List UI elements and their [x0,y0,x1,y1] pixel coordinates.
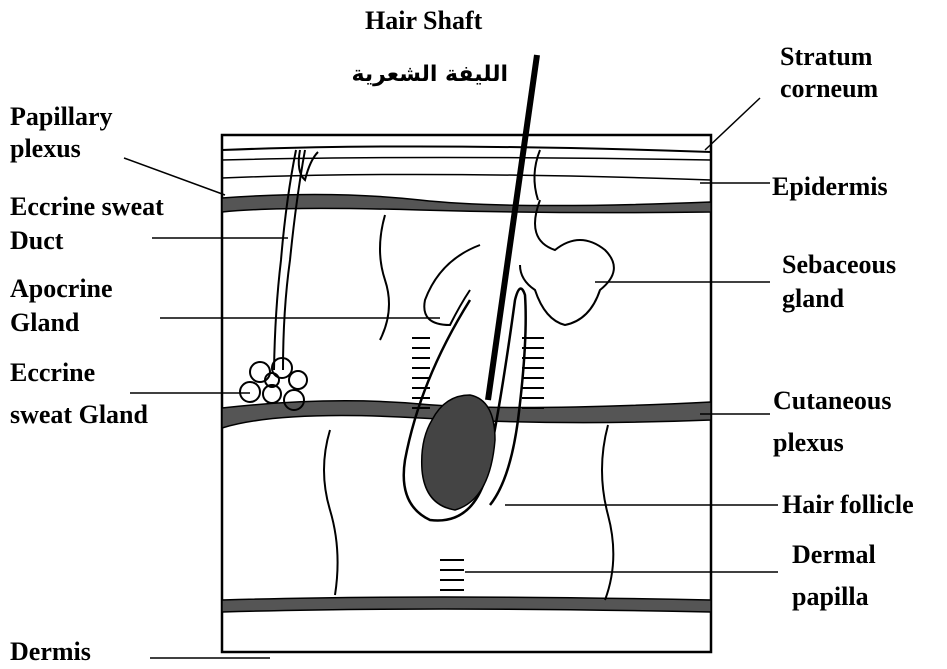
label-eccrine-gland-line-1: Eccrine [10,356,95,390]
label-dermis: Dermis [10,635,91,669]
label-stratum-corneum-line-2: corneum [780,72,878,106]
label-hair-shaft-arabic: الليفة الشعرية [340,58,508,92]
label-eccrine-duct-line-2: Duct [10,224,63,258]
label-stratum-corneum-line-1: Stratum [780,40,872,74]
label-papillary-plexus-line-2: plexus [10,132,81,166]
label-apocrine-gland-line-1: Apocrine [10,272,113,306]
leader-stratum-corneum [705,98,760,150]
lower-dermal-band [222,597,711,612]
label-apocrine-gland-line-2: Gland [10,306,79,340]
label-hair-follicle: Hair follicle [782,488,914,522]
label-dermal-papilla-line-1: Dermal [792,538,876,572]
label-cutaneous-plexus-line-1: Cutaneous [773,384,891,418]
label-sebaceous-gland-line-2: gland [782,282,844,316]
label-dermal-papilla-line-2: papilla [792,580,869,614]
label-papillary-plexus-line-1: Papillary [10,100,113,134]
label-epidermis: Epidermis [772,170,888,204]
label-sebaceous-gland-line-1: Sebaceous [782,248,896,282]
label-eccrine-gland-line-2: sweat Gland [10,398,148,432]
label-hair-shaft: Hair Shaft [365,4,482,38]
label-cutaneous-plexus-line-2: plexus [773,426,844,460]
label-eccrine-duct-line-1: Eccrine sweat [10,190,164,224]
